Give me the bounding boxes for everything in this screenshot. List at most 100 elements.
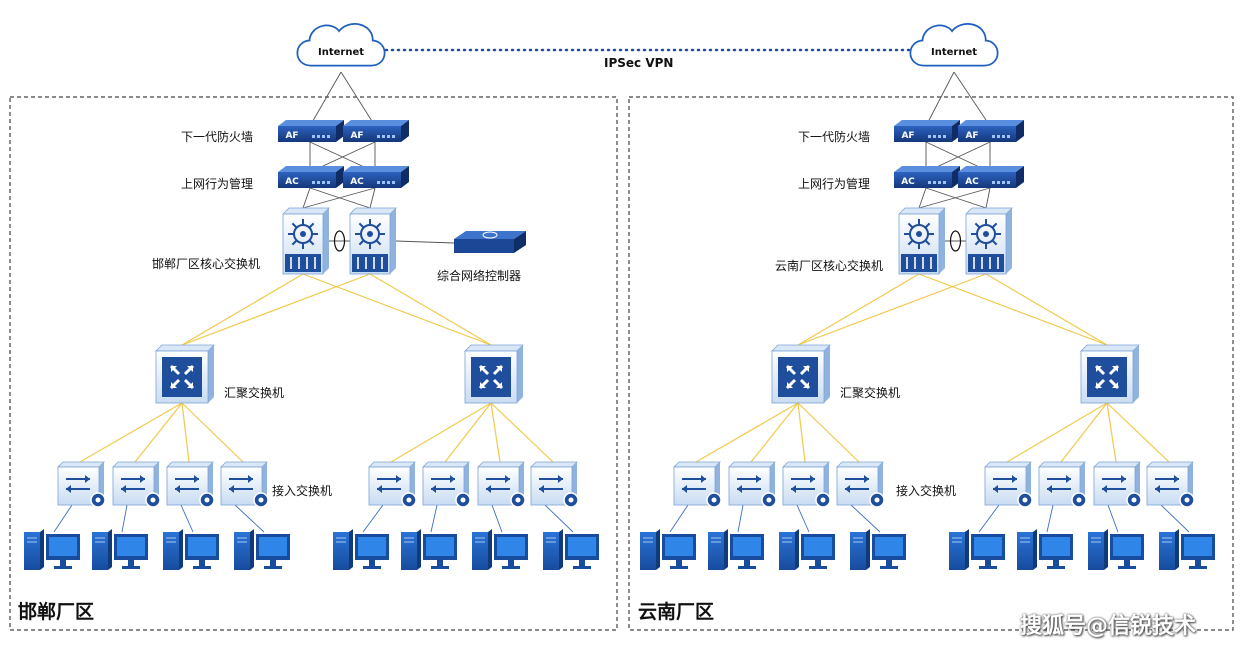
device-front xyxy=(673,466,716,506)
device-side xyxy=(939,208,945,274)
device-front xyxy=(166,466,209,506)
acm-device: AC xyxy=(343,166,409,188)
pc-base xyxy=(573,566,591,569)
port-dot xyxy=(997,135,1000,138)
pc-stand xyxy=(579,560,585,566)
pc-stand xyxy=(437,560,443,566)
device-top xyxy=(530,461,578,468)
core-hub xyxy=(983,231,989,237)
desktop-pc-icon xyxy=(163,529,219,570)
pc-base xyxy=(979,566,997,569)
device-top xyxy=(155,344,215,352)
pc-screen xyxy=(568,537,596,556)
port-dot xyxy=(387,181,390,184)
agg-access-link xyxy=(1106,402,1117,463)
port-dot xyxy=(943,135,946,138)
desktop-pc-icon xyxy=(333,529,389,570)
ac-core-line xyxy=(918,187,927,209)
agg-access-link xyxy=(444,402,492,463)
pc-base xyxy=(1189,566,1207,569)
device-top xyxy=(894,120,960,126)
access-arrowhead xyxy=(396,475,401,483)
access-arrowhead xyxy=(431,485,436,493)
access-switch-icon xyxy=(220,461,269,508)
pc-stand xyxy=(1053,560,1059,566)
site1-controller-label: 综合网络控制器 xyxy=(437,269,522,283)
pc-tower-side xyxy=(724,529,728,570)
port-dot xyxy=(392,135,395,138)
device-tag: AF xyxy=(350,131,363,141)
agg-arrowhead xyxy=(803,366,809,372)
internet-cloud-label: Internet xyxy=(931,47,977,58)
access-arrowhead xyxy=(701,475,706,483)
site1-aggregation-label: 汇聚交换机 xyxy=(224,386,285,400)
ac-core-line xyxy=(918,187,991,209)
pc-screen xyxy=(117,537,145,556)
port-dot xyxy=(992,181,995,184)
agg-access-link xyxy=(181,402,190,463)
device-front xyxy=(958,126,1016,142)
agg-arrowhead xyxy=(480,366,486,372)
pc-tower-side xyxy=(965,529,969,570)
port-dot xyxy=(938,181,941,184)
device-front xyxy=(958,172,1016,188)
pc-stand xyxy=(199,560,205,566)
access-pc-link xyxy=(850,504,881,533)
site1-name: 邯郸厂区 xyxy=(18,601,95,623)
shield-eye xyxy=(1131,497,1137,503)
device-top xyxy=(454,231,526,239)
device-tag: AF xyxy=(965,131,978,141)
device-top xyxy=(368,461,416,468)
agg-arrowhead xyxy=(1096,382,1102,388)
desktop-pc-icon xyxy=(234,529,290,570)
port-dot xyxy=(933,181,936,184)
shield-eye xyxy=(568,497,574,503)
ac-core-line xyxy=(369,187,376,209)
device-side xyxy=(1006,208,1012,274)
site-boundary-box xyxy=(628,96,1234,631)
access-switch-icon xyxy=(1038,461,1087,508)
agg-access-link xyxy=(134,402,183,463)
pc-tower-side xyxy=(250,529,254,570)
device-side xyxy=(323,208,329,274)
core-agg-link xyxy=(985,273,1108,346)
port-dot xyxy=(943,181,946,184)
agg-arrowhead xyxy=(787,366,793,372)
access-arrowhead xyxy=(66,485,71,493)
device-top xyxy=(836,461,884,468)
port-dot xyxy=(992,135,995,138)
port-dot xyxy=(312,135,315,138)
agg-arrowhead xyxy=(480,382,486,388)
pc-tower-side xyxy=(559,529,563,570)
agg-arrowhead xyxy=(187,366,193,372)
port-dot xyxy=(312,181,315,184)
pc-screen xyxy=(875,537,903,556)
access-pc-link xyxy=(53,504,73,533)
port-dot xyxy=(1007,135,1010,138)
core-hub xyxy=(367,231,373,237)
ac-core-line xyxy=(985,187,991,209)
access-arrowhead xyxy=(558,475,563,483)
access-pc-link xyxy=(978,504,1000,533)
access-switch-icon xyxy=(477,461,526,508)
desktop-pc-icon xyxy=(543,529,599,570)
agg-arrowhead xyxy=(187,382,193,388)
device-front xyxy=(728,466,771,506)
pc-stand xyxy=(744,560,750,566)
core-switch-icon xyxy=(282,207,330,275)
device-top xyxy=(894,166,960,172)
site1-core-label: 邯郸厂区核心交换机 xyxy=(152,257,261,271)
desktop-pc-icon xyxy=(640,529,696,570)
pc-tower-side xyxy=(866,529,870,570)
pc-stand xyxy=(886,560,892,566)
pc-screen xyxy=(358,537,386,556)
internet-cloud-label: Internet xyxy=(318,47,364,58)
pc-tower-side xyxy=(108,529,112,570)
agg-arrowhead xyxy=(1112,366,1118,372)
acm-device: AC xyxy=(278,166,344,188)
access-switch-icon xyxy=(422,461,471,508)
core-arrow xyxy=(907,222,914,229)
port-dot xyxy=(327,135,330,138)
desktop-pc-icon xyxy=(24,529,80,570)
